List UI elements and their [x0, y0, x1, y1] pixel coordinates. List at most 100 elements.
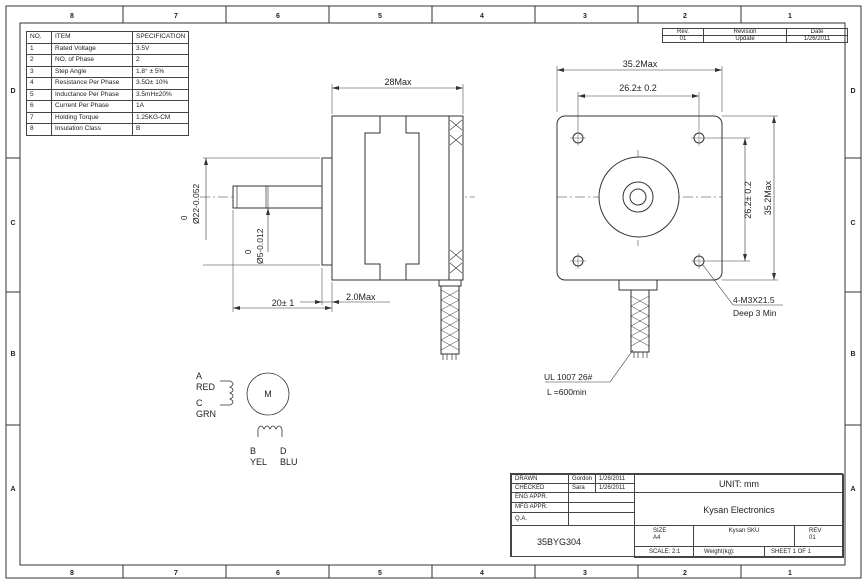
dim-flange-height: 35.2Max	[763, 180, 773, 215]
rev-label: REV	[809, 528, 822, 534]
zone-numbers-top: 8 7 6 5 4 3 2 1	[70, 13, 792, 20]
wire-c-color: GRN	[196, 409, 216, 419]
dim-boss-dia-tol: 0	[180, 215, 189, 220]
revision-row: 01 Update 1/26/2011	[662, 35, 848, 43]
motor-front-view	[545, 66, 783, 383]
rev-value: 01	[809, 535, 816, 541]
zone-letter: D	[10, 88, 15, 95]
zone-numbers-bottom: 8 7 6 5 4 3 2 1	[70, 570, 792, 577]
spec-header: SPECIFICATION	[131, 31, 190, 44]
wire-d-color: BLU	[280, 457, 298, 467]
size-label: SIZE	[653, 528, 667, 534]
coil-bd	[257, 425, 283, 437]
spec-no: 8	[26, 123, 52, 136]
spec-value: 1A	[131, 100, 190, 113]
zone-number: 6	[276, 570, 280, 577]
spec-no: 6	[26, 100, 52, 113]
dim-shaft-dia: 0 Ø5-0.012	[244, 228, 265, 264]
spec-item: Current Per Phase	[51, 100, 133, 113]
zone-number: 4	[480, 570, 484, 577]
motor-side-view	[200, 84, 475, 360]
qa-label: Q.A.	[511, 512, 569, 526]
zone-number: 1	[788, 570, 792, 577]
spec-header: NO.	[26, 31, 52, 44]
cable-length: L =600min	[547, 387, 587, 397]
dim-shaft-dia-tol: 0	[244, 249, 253, 254]
zone-number: 5	[378, 13, 382, 20]
spec-item: Resistance Per Phase	[51, 77, 133, 90]
spec-value: 3.5V	[131, 42, 190, 55]
zone-letter: B	[10, 351, 15, 358]
wire-b-color: YEL	[250, 457, 267, 467]
zone-number: 6	[276, 13, 280, 20]
zone-number: 2	[683, 570, 687, 577]
revision-block: Rev. Revision Date 01 Update 1/26/2011	[662, 28, 848, 43]
zone-letter: C	[10, 220, 15, 227]
dim-hole-spacing-h: 26.2± 0.2	[619, 83, 656, 93]
zone-letter: B	[850, 351, 855, 358]
dim-boss-dia-value: Ø22-0.052	[191, 184, 201, 224]
dim-screw-hole: 4-M3X21.5	[733, 295, 775, 305]
spec-value: 1.25KG-CM	[131, 111, 190, 124]
zone-number: 4	[480, 13, 484, 20]
title-block: DRAWN Gordon 1/26/2011 CHECKED Sara 1/26…	[510, 473, 844, 558]
zone-number: 1	[788, 13, 792, 20]
size-cell: SIZE A4	[634, 525, 694, 547]
zone-number: 2	[683, 13, 687, 20]
revision-number: 01	[662, 35, 704, 43]
zone-number: 5	[378, 570, 382, 577]
dim-body-length: 28Max	[384, 77, 412, 87]
dim-hole-spacing-v: 26.2± 0.2	[743, 181, 753, 218]
spec-item: Inductance Per Phase	[51, 88, 133, 101]
zone-letter: D	[850, 88, 855, 95]
spec-no: 5	[26, 88, 52, 101]
zone-ticks	[6, 6, 861, 578]
spec-item: Step Angle	[51, 65, 133, 78]
dim-flange-width: 35.2Max	[623, 59, 658, 69]
spec-item: Holding Torque	[51, 111, 133, 124]
revision-header: Rev.	[662, 28, 704, 36]
zone-number: 7	[174, 13, 178, 20]
wire-a-label: A	[196, 371, 202, 381]
dim-shaft-dia-value: Ø5-0.012	[255, 228, 265, 264]
spec-header: ITEM	[51, 31, 133, 44]
spec-no: 4	[26, 77, 52, 90]
zone-number: 8	[70, 13, 74, 20]
scale-label: SCALE: 2:1	[634, 546, 694, 558]
zone-number: 3	[583, 570, 587, 577]
spec-value: 3.5mH±20%	[131, 88, 190, 101]
dim-screw-depth: Deep 3 Min	[733, 308, 777, 318]
sheet-label: SHEET 1 OF 1	[764, 546, 844, 558]
zone-letters-right: D C B A	[850, 88, 855, 493]
spec-no: 3	[26, 65, 52, 78]
zone-letter: A	[850, 486, 855, 493]
revision-description: Update	[703, 35, 787, 43]
sku-label: Kysan SKU	[693, 525, 795, 547]
spec-item: Insulation Class	[51, 123, 133, 136]
spec-value: 3.5Ω± 10%	[131, 77, 190, 90]
wire-c-label: C	[196, 398, 203, 408]
company-name: Kysan Electronics	[634, 492, 844, 526]
revision-header: Date	[786, 28, 848, 36]
wiring-diagram	[220, 372, 290, 437]
spec-no: 7	[26, 111, 52, 124]
dim-boss-dia: 0 Ø22-0.052	[180, 184, 201, 224]
spec-item: NO. of Phase	[51, 54, 133, 67]
wire-a-color: RED	[196, 382, 216, 392]
unit-label: UNIT: mm	[634, 474, 844, 493]
zone-letter: C	[850, 220, 855, 227]
spec-value: 2	[131, 54, 190, 67]
zone-letter: A	[10, 486, 15, 493]
coil-ac	[220, 380, 234, 406]
size-value: A4	[653, 535, 661, 541]
spec-value: 1.8° ± 5%	[131, 65, 190, 78]
zone-number: 3	[583, 13, 587, 20]
